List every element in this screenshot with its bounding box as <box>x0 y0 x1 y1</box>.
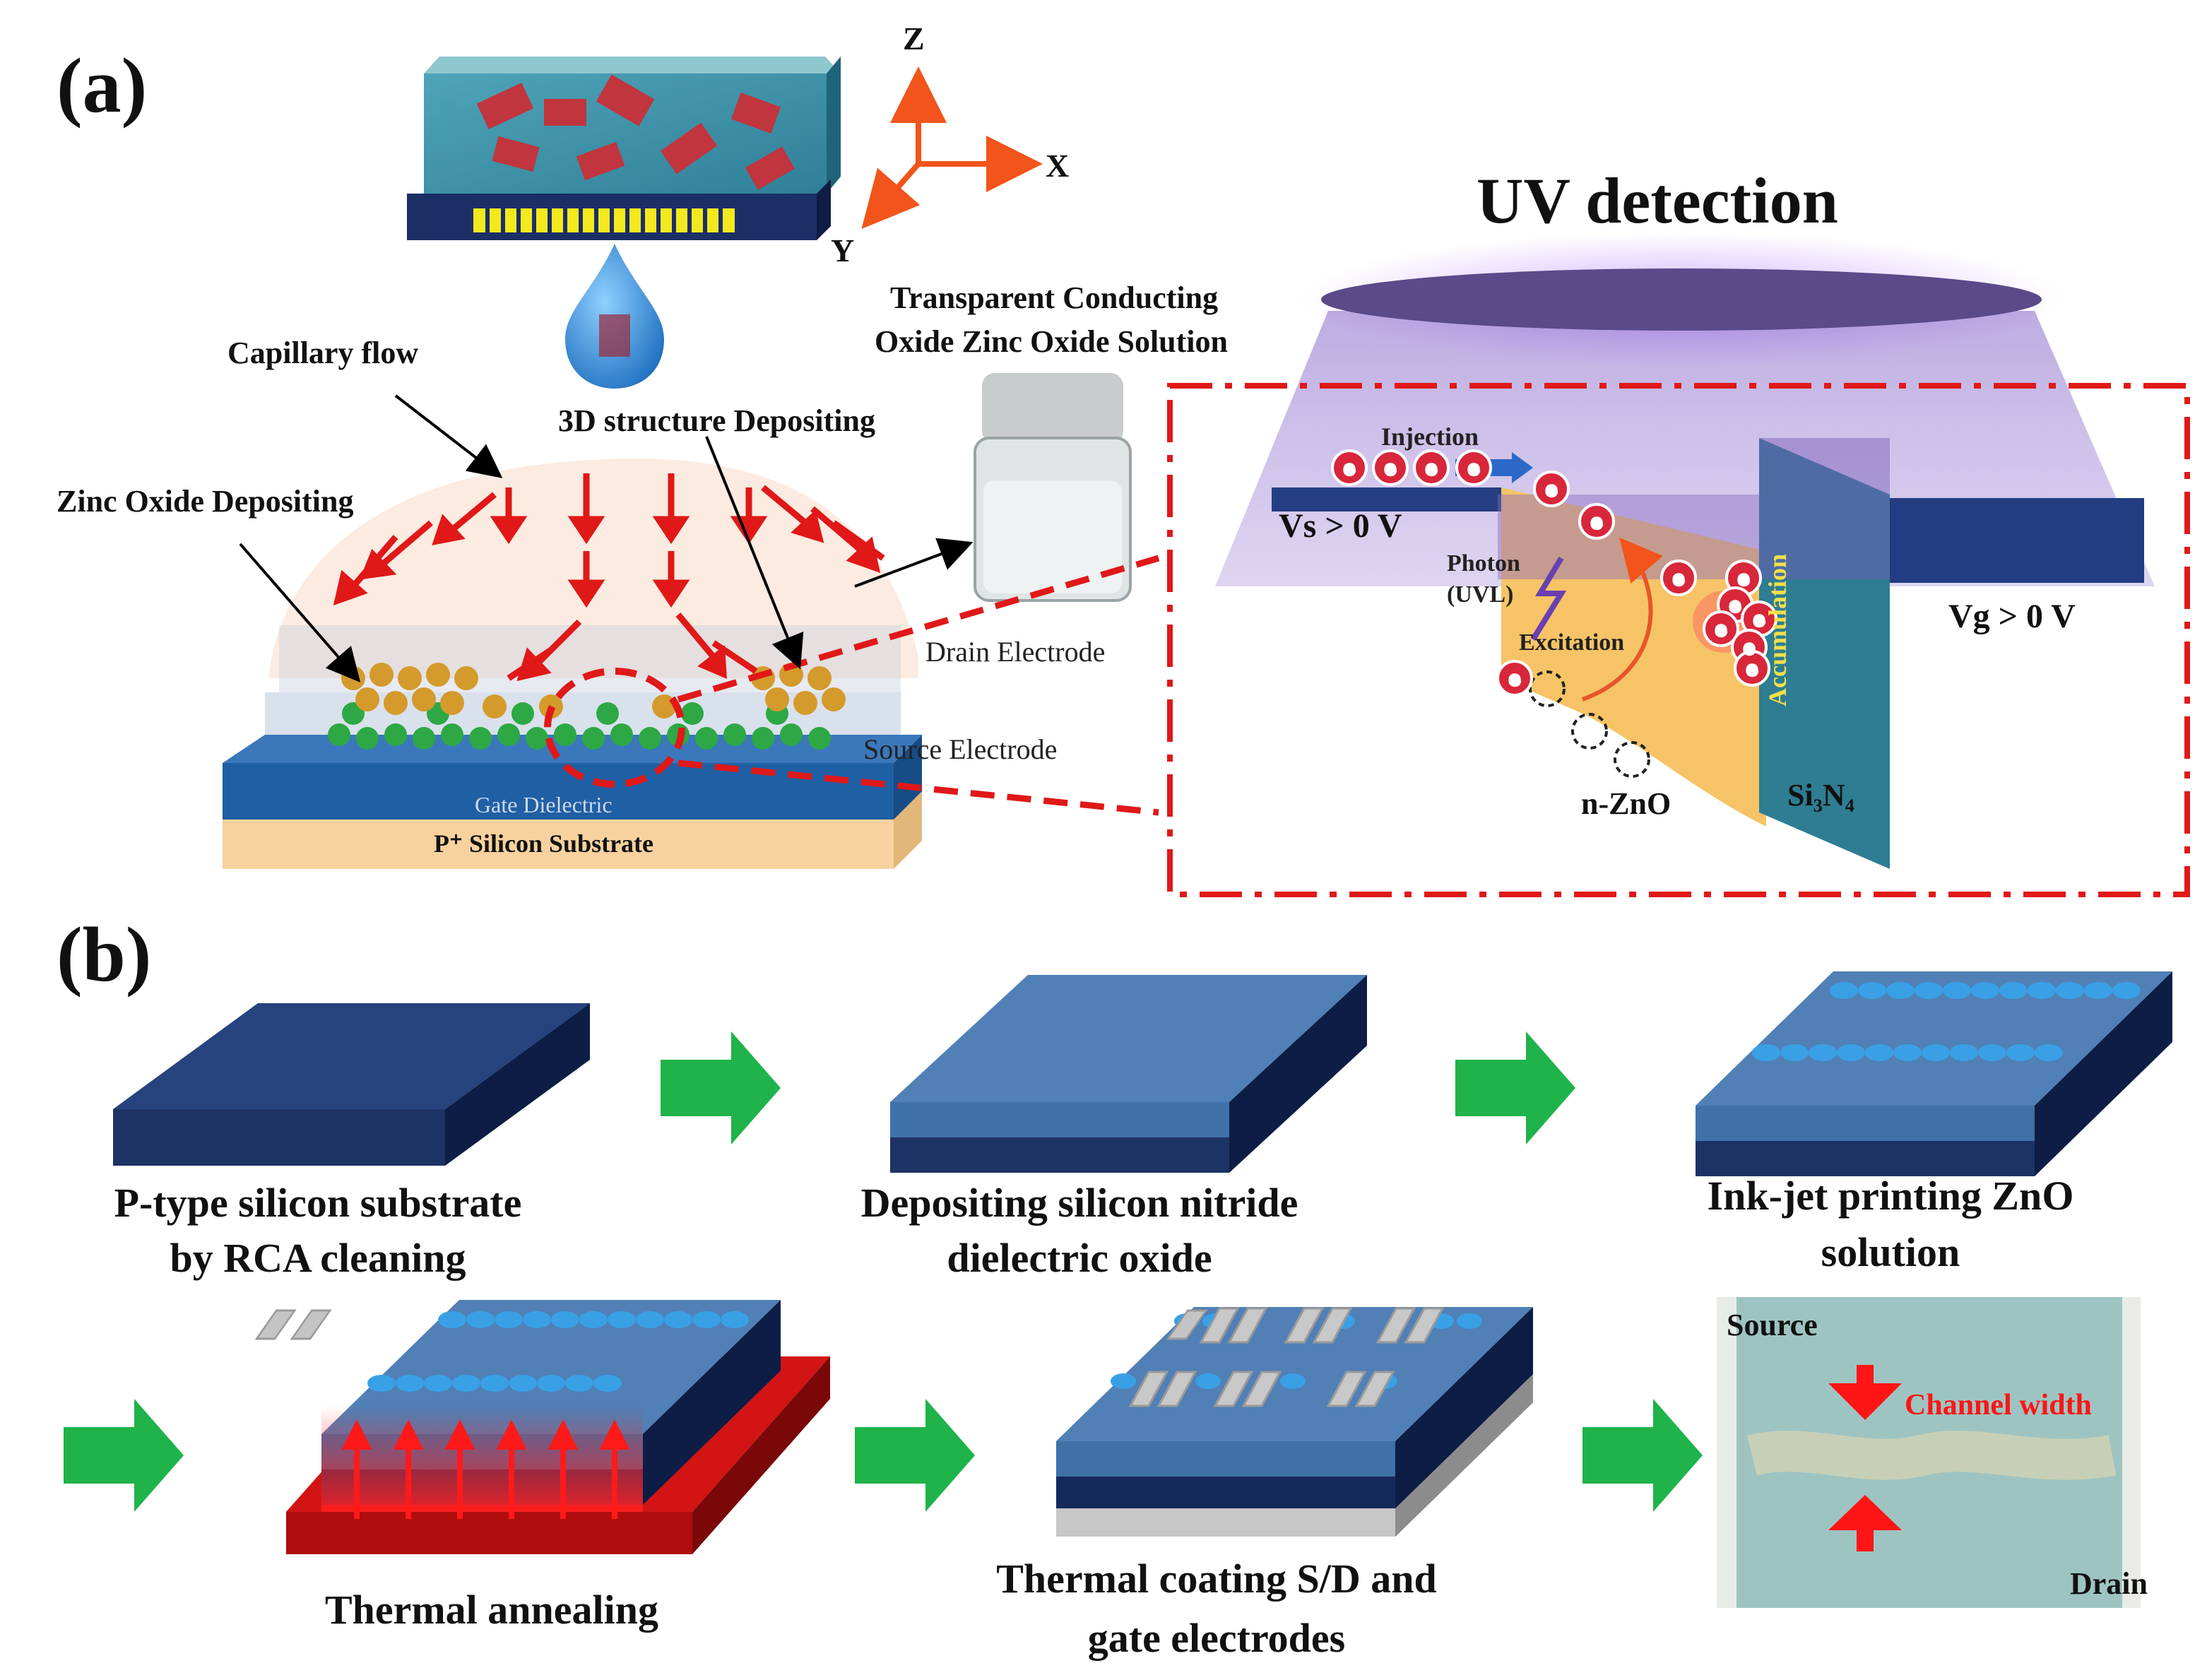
coordinate-axes <box>861 66 1043 230</box>
uv-detection-title: UV detection <box>1477 165 1838 237</box>
zoom-box <box>1167 383 2190 897</box>
zoom-line-bottom <box>678 759 1159 816</box>
drain-electrode-label: Drain Electrode <box>925 636 1105 668</box>
step2-dielectric <box>890 975 1367 1173</box>
si3n4-label: Si₃N₄ <box>1787 778 1854 812</box>
injection-label: Injection <box>1381 422 1479 451</box>
pointer-lines <box>239 394 974 683</box>
electron-symbol: e <box>1744 637 1755 658</box>
3d-structure-label: 3D structure Depositing <box>558 403 875 438</box>
green-arrow-2 <box>1455 1031 1575 1144</box>
green-arrow-4 <box>855 1399 975 1512</box>
substrate-label: P⁺ Silicon Substrate <box>434 829 653 858</box>
transparent-label-1: Transparent Conducting <box>890 280 1218 315</box>
electron-symbol: e <box>1385 457 1396 479</box>
micro-channel-label: Channel width <box>1905 1389 2092 1421</box>
accumulation-label: Accumulation <box>1763 554 1792 706</box>
zno-nanoparticles <box>328 663 846 750</box>
electron-symbol: e <box>1746 658 1758 680</box>
n-zno-label: n-ZnO <box>1581 786 1671 821</box>
electron-symbol: e <box>1591 511 1602 533</box>
step4-caption: Thermal annealing <box>325 1587 658 1633</box>
step4-annealing <box>286 1300 830 1554</box>
panel-a-label: (a) <box>57 42 147 129</box>
electron-symbol: e <box>1753 608 1765 630</box>
step5-caption-2: gate electrodes <box>1088 1615 1345 1661</box>
green-arrow-1 <box>661 1031 781 1144</box>
photon-label: Photon <box>1447 550 1520 576</box>
zinc-oxide-depositing-label: Zinc Oxide Depositing <box>57 484 354 519</box>
step1-substrate <box>113 1003 590 1166</box>
zoom-line-top <box>677 555 1160 703</box>
step2-caption-1: Depositing silicon nitride <box>861 1180 1298 1226</box>
step1-caption-2: by RCA cleaning <box>170 1235 466 1281</box>
step5-electrodes <box>254 1307 1533 1537</box>
capillary-flow-label: Capillary flow <box>227 336 418 370</box>
micro-source-label: Source <box>1727 1308 1818 1342</box>
gate-dielectric-label: Gate Dielectric <box>475 792 613 817</box>
step2-caption-2: dielectric oxide <box>947 1235 1212 1281</box>
panel-b-label: (b) <box>57 911 151 998</box>
process-arrows <box>64 1031 1703 1512</box>
solution-vial <box>974 373 1132 602</box>
holes <box>1529 670 1650 778</box>
zoom-circle <box>544 668 685 788</box>
axis-x-label: X <box>1046 148 1069 184</box>
green-arrow-3 <box>64 1399 184 1512</box>
channel-arrow-top <box>1828 1365 1902 1420</box>
crystal-flakes <box>476 74 795 190</box>
electron-symbol: e <box>1546 478 1557 500</box>
electron-symbol: e <box>1509 668 1520 690</box>
step3-inkjet <box>1696 971 2172 1176</box>
channel-micrograph <box>1717 1297 2141 1608</box>
capillary-flow-arrows <box>333 473 885 682</box>
green-arrow-5 <box>1582 1399 1703 1512</box>
transparent-label-2: Oxide Zinc Oxide Solution <box>875 324 1228 359</box>
electron-symbol: e <box>1344 457 1355 479</box>
excitation-label: Excitation <box>1519 629 1624 656</box>
electron-symbol: e <box>1426 457 1437 479</box>
step3-caption-2: solution <box>1821 1229 1960 1275</box>
electron-symbol: e <box>1729 594 1741 616</box>
vg-label: Vg > 0 V <box>1948 598 2076 635</box>
capillary-dome <box>268 459 918 678</box>
droplet <box>565 244 664 389</box>
electron-symbol: e <box>1738 567 1749 589</box>
uvl-label: (UVL) <box>1447 581 1513 608</box>
source-electrode-label: Source Electrode <box>863 733 1057 765</box>
nozzle-array <box>473 208 735 232</box>
vs-label: Vs > 0 V <box>1279 507 1402 545</box>
channel-arrow-bottom <box>1828 1495 1902 1551</box>
electron-symbol: e <box>1673 567 1684 589</box>
axis-y-label: Y <box>831 232 854 268</box>
axis-z-label: Z <box>903 20 925 57</box>
step1-caption-1: P-type silicon substrate <box>114 1180 522 1226</box>
step3-caption-1: Ink-jet printing ZnO <box>1708 1173 2074 1219</box>
electron-symbol: e <box>1468 457 1479 479</box>
printhead <box>407 57 841 240</box>
micro-drain-label: Drain <box>2070 1566 2148 1601</box>
electron-symbol: e <box>1715 618 1727 640</box>
step5-caption-1: Thermal coating S/D and <box>996 1556 1437 1602</box>
